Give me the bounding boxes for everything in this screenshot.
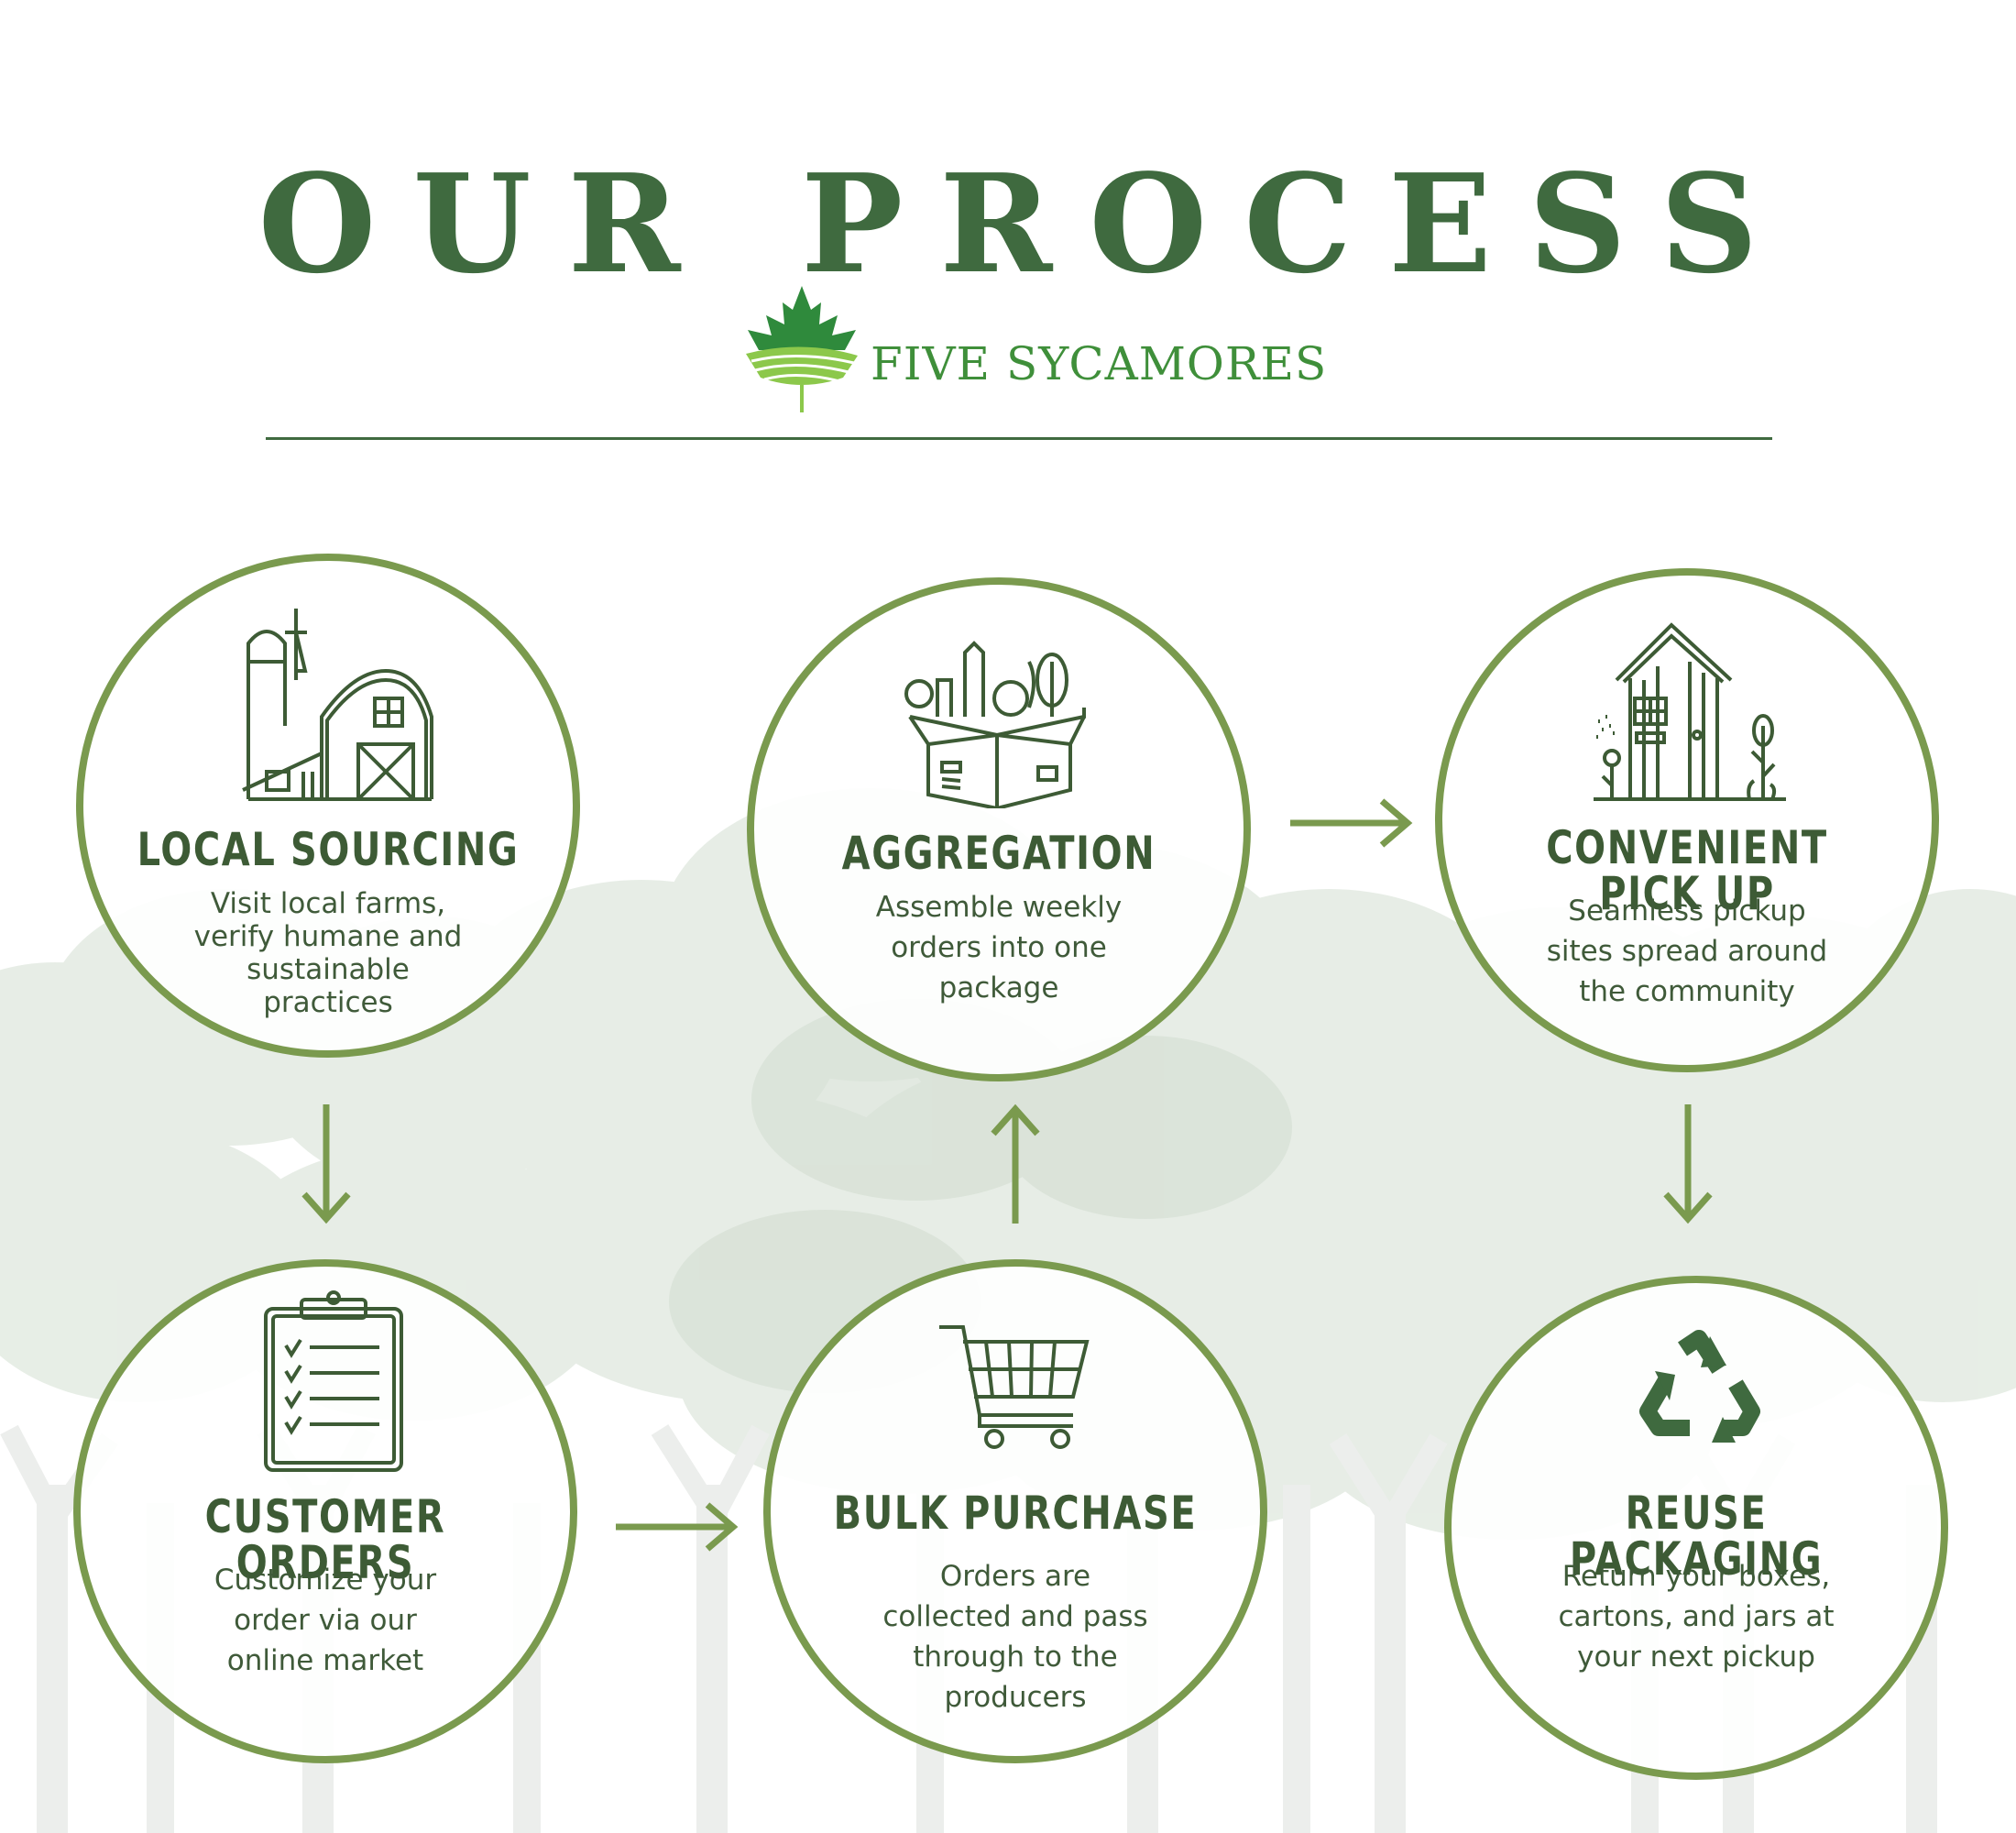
step-description: Customize your order via our online mark…: [136, 1560, 515, 1681]
step-title: LOCAL SOURCING: [132, 827, 523, 873]
step-description: Orders are collected and pass through to…: [826, 1556, 1205, 1718]
step-description: Visit local farms, verify humane and sus…: [138, 887, 518, 1019]
step-local-sourcing: LOCAL SOURCING Visit local farms, verify…: [76, 554, 580, 1058]
recycle-icon: [1635, 1329, 1763, 1448]
step-reuse-packaging: REUSE PACKAGING Return your boxes, carto…: [1444, 1276, 1948, 1780]
arrow-local-sourcing-to-customer-orders: [299, 1104, 354, 1224]
step-description: Return your boxes, cartons, and jars at …: [1507, 1556, 1886, 1677]
maple-leaf-logo-icon: [742, 282, 861, 415]
divider: [266, 437, 1772, 440]
step-customer-orders: CUSTOMER ORDERS Customize your order via…: [73, 1259, 577, 1763]
step-title: BULK PURCHASE: [819, 1490, 1211, 1536]
grocery-box-icon: [901, 625, 1093, 808]
shopping-cart-icon: [936, 1323, 1091, 1452]
clipboard-checklist-icon: [260, 1290, 407, 1474]
brand-name: FIVE SYCAMORES: [871, 341, 1327, 387]
step-description: Seamless pickup sites spread around the …: [1497, 891, 1877, 1012]
page-title: OUR PROCESS: [0, 156, 2016, 291]
shed-icon: [1589, 616, 1791, 808]
arrow-aggregation-to-convenient-pick-up: [1290, 796, 1414, 851]
step-title: AGGREGATION: [803, 830, 1194, 876]
step-bulk-purchase: BULK PURCHASE Orders are collected and p…: [763, 1259, 1267, 1763]
barn-icon: [239, 607, 441, 808]
arrow-convenient-pick-up-to-reuse-packaging: [1660, 1104, 1715, 1224]
step-description: Assemble weekly orders into one package: [809, 887, 1189, 1008]
arrow-customer-orders-to-bulk-purchase: [616, 1499, 740, 1554]
step-aggregation: AGGREGATION Assemble weekly orders into …: [747, 577, 1251, 1081]
arrow-bulk-purchase-to-aggregation: [988, 1104, 1043, 1224]
step-convenient-pick-up: CONVENIENT PICK UP Seamless pickup sites…: [1435, 568, 1939, 1072]
